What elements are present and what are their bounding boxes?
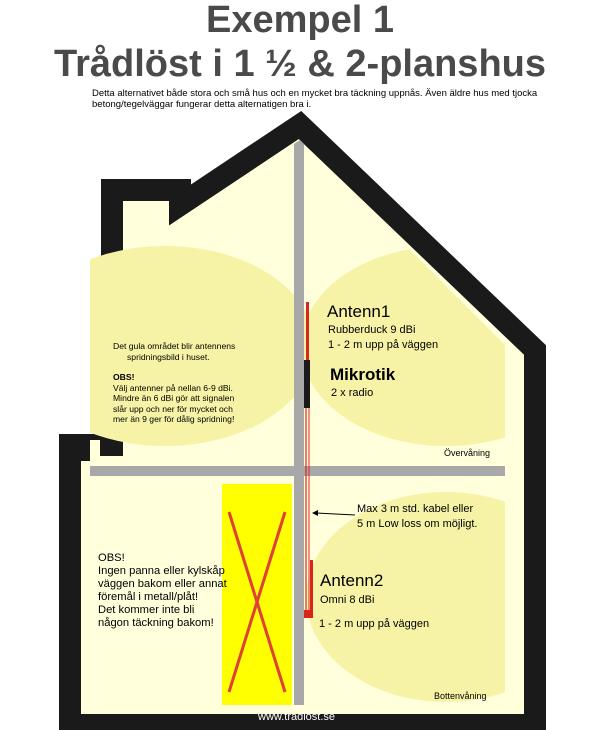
antenna2-type: Omni 8 dBi	[320, 594, 375, 606]
obstacle-cross-2	[227, 511, 287, 693]
floor-upper-label: Övervåning	[444, 448, 491, 458]
website-link[interactable]: www.tradlost.se	[258, 711, 336, 723]
title-line-2: Trådlöst i 1 ½ & 2-planshus	[53, 43, 546, 85]
obstacle-area	[222, 484, 292, 705]
cable-arrow	[315, 512, 356, 516]
mikrotik-radio: 2 x radio	[331, 387, 374, 399]
antenna2-height: 1 - 2 m upp på väggen	[319, 618, 430, 630]
antenna2-label: Antenn2	[320, 571, 384, 590]
antenna1-type: Rubberduck 9 dBi	[328, 324, 416, 336]
antenna-1	[306, 302, 309, 360]
floor-lower-label: Bottenvåning	[434, 691, 487, 701]
coverage-note: Det gula området blir antennens spridnin…	[113, 341, 236, 424]
intro-text: Detta alternativet både stora och små hu…	[92, 88, 538, 110]
antenna1-height: 1 - 2 m upp på väggen	[328, 339, 439, 351]
antenna-2	[310, 560, 313, 616]
coverage-lower-right	[306, 492, 505, 702]
wall-center	[294, 140, 304, 705]
cable-note-line-1: Max 3 m std. kabel eller	[357, 503, 474, 515]
title-line-1: Exempel 1	[206, 0, 394, 41]
antenna1-label: Antenn1	[327, 302, 391, 321]
coverage-upper-left	[90, 246, 315, 446]
coverage-upper-right	[301, 246, 505, 446]
mikrotik-box	[304, 360, 310, 408]
cable-note-line-2: 5 m Low loss om möjligt.	[357, 518, 478, 530]
obstacle-warning: OBS! Ingen panna eller kylskåp väggen ba…	[98, 552, 227, 629]
mikrotik-label: Mikrotik	[330, 365, 396, 384]
